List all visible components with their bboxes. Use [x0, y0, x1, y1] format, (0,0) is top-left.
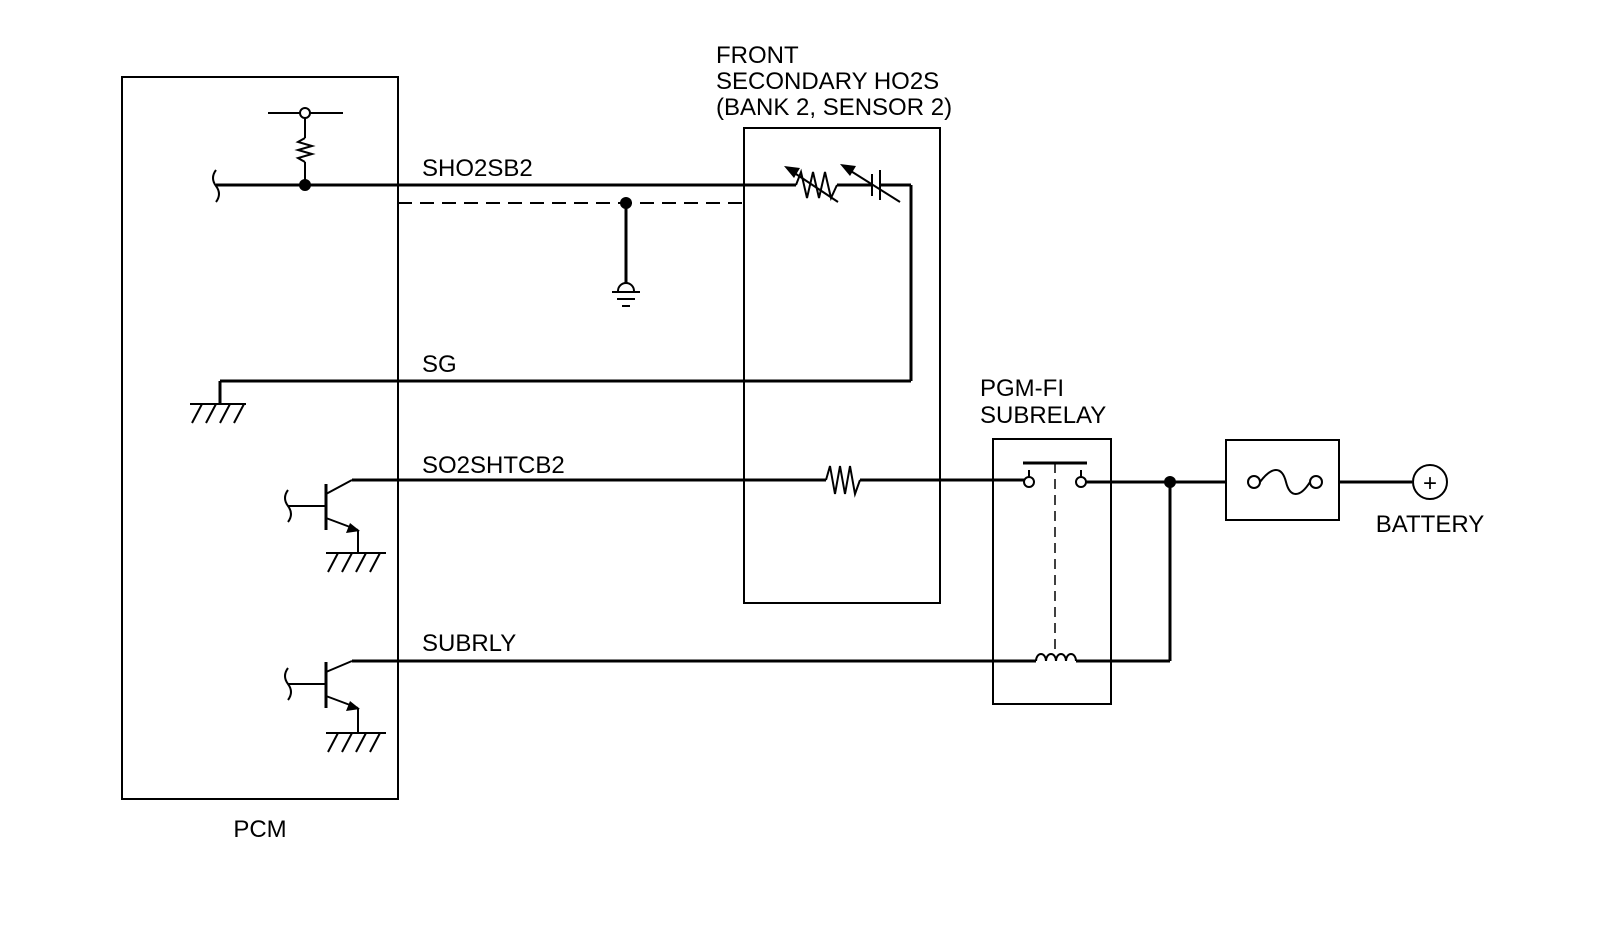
- fuse-element: [1259, 469, 1311, 495]
- wire-label-sho2sb2: SHO2SB2: [422, 155, 533, 182]
- pcm-sg-ground: [190, 379, 398, 424]
- pcm-module: PCM: [121, 76, 399, 843]
- pcm-subrelay-transistor: [284, 659, 398, 753]
- ho2s-sensor: FRONT SECONDARY HO2S (BANK 2, SENSOR 2): [716, 42, 952, 604]
- relay-coil: [1035, 653, 1077, 662]
- ho2s-label-line-3: (BANK 2, SENSOR 2): [716, 94, 952, 121]
- subrelay-label-line-2: SUBRELAY: [980, 402, 1106, 429]
- wire-label-subrly: SUBRLY: [422, 630, 516, 657]
- battery-terminal: [1412, 464, 1448, 500]
- wire-label-sg: SG: [422, 351, 457, 378]
- wire-shield: [398, 197, 744, 307]
- ho2s-variable-resistor: [795, 168, 838, 202]
- subrelay-box: [992, 438, 1112, 705]
- ho2s-label-line-2: SECONDARY HO2S: [716, 68, 939, 95]
- relay-contact-right: [1075, 476, 1087, 488]
- ho2s-box: [743, 127, 941, 604]
- subrelay-label-line-1: PGM-FI: [980, 375, 1064, 402]
- relay-contact-left: [1023, 476, 1035, 488]
- relay-feed-junction: [1164, 476, 1176, 488]
- pcm-pullup-resistor: [268, 107, 343, 185]
- battery-label: BATTERY: [1376, 511, 1484, 538]
- battery-plus-icon: +: [1423, 470, 1437, 497]
- pcm-label: PCM: [233, 816, 286, 843]
- fuse-box: [1225, 439, 1340, 521]
- battery: + BATTERY: [1376, 464, 1484, 538]
- fuse: [1225, 439, 1340, 521]
- wire-label-so2shtcb2: SO2SHTCB2: [422, 452, 565, 479]
- pcm-junction-dot: [299, 179, 311, 191]
- ho2s-heater-resistor: [825, 465, 861, 498]
- ho2s-label-line-1: FRONT: [716, 42, 799, 69]
- pgm-fi-subrelay: PGM-FI SUBRELAY: [980, 375, 1170, 705]
- pcm-heater-transistor: [284, 478, 398, 573]
- pcm-box: [121, 76, 399, 800]
